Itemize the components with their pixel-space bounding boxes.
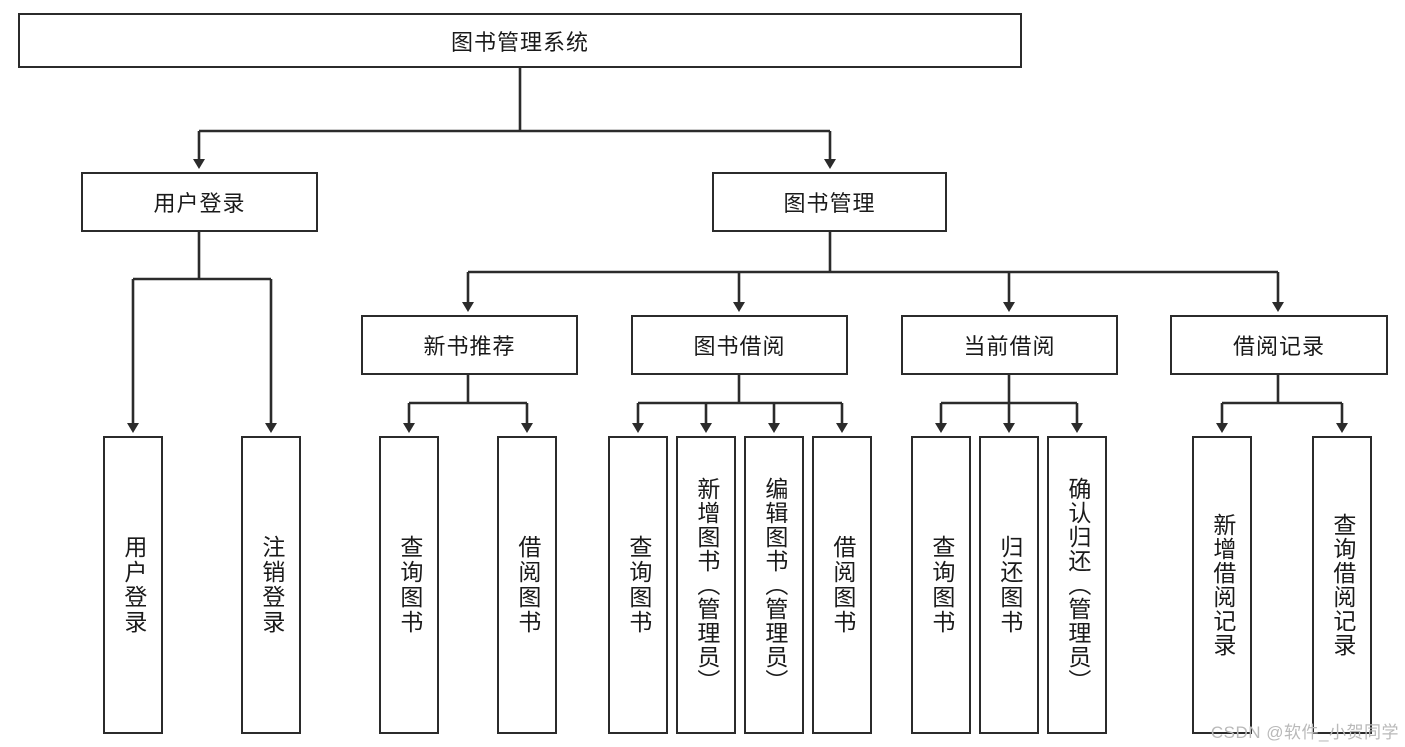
leaf-logout[interactable]: 注销登录: [241, 436, 301, 734]
leaf-borrow-book-rec[interactable]: 借阅图书: [497, 436, 557, 734]
watermark-text: CSDN @软件_小贺同学: [1210, 723, 1399, 742]
leaf-borrow-book[interactable]: 借阅图书: [812, 436, 872, 734]
node-book-borrow[interactable]: 图书借阅: [631, 315, 848, 375]
leaf-edit-book-admin[interactable]: 编辑图书（管理员）: [744, 436, 804, 734]
leaf-return-book[interactable]: 归还图书: [979, 436, 1039, 734]
node-current-borrow[interactable]: 当前借阅: [901, 315, 1118, 375]
leaf-query-book-borrow[interactable]: 查询图书: [608, 436, 668, 734]
leaf-add-borrow-record[interactable]: 新增借阅记录: [1192, 436, 1252, 734]
leaf-query-book-rec[interactable]: 查询图书: [379, 436, 439, 734]
leaf-query-book-current[interactable]: 查询图书: [911, 436, 971, 734]
node-user-login[interactable]: 用户登录: [81, 172, 318, 232]
leaf-query-borrow-record[interactable]: 查询借阅记录: [1312, 436, 1372, 734]
node-new-book-recommendation[interactable]: 新书推荐: [361, 315, 578, 375]
node-book-management[interactable]: 图书管理: [712, 172, 947, 232]
leaf-user-login[interactable]: 用户登录: [103, 436, 163, 734]
leaf-add-book-admin[interactable]: 新增图书（管理员）: [676, 436, 736, 734]
leaf-confirm-return-admin[interactable]: 确认归还（管理员）: [1047, 436, 1107, 734]
node-borrow-record[interactable]: 借阅记录: [1170, 315, 1388, 375]
node-root-system[interactable]: 图书管理系统: [18, 13, 1022, 68]
